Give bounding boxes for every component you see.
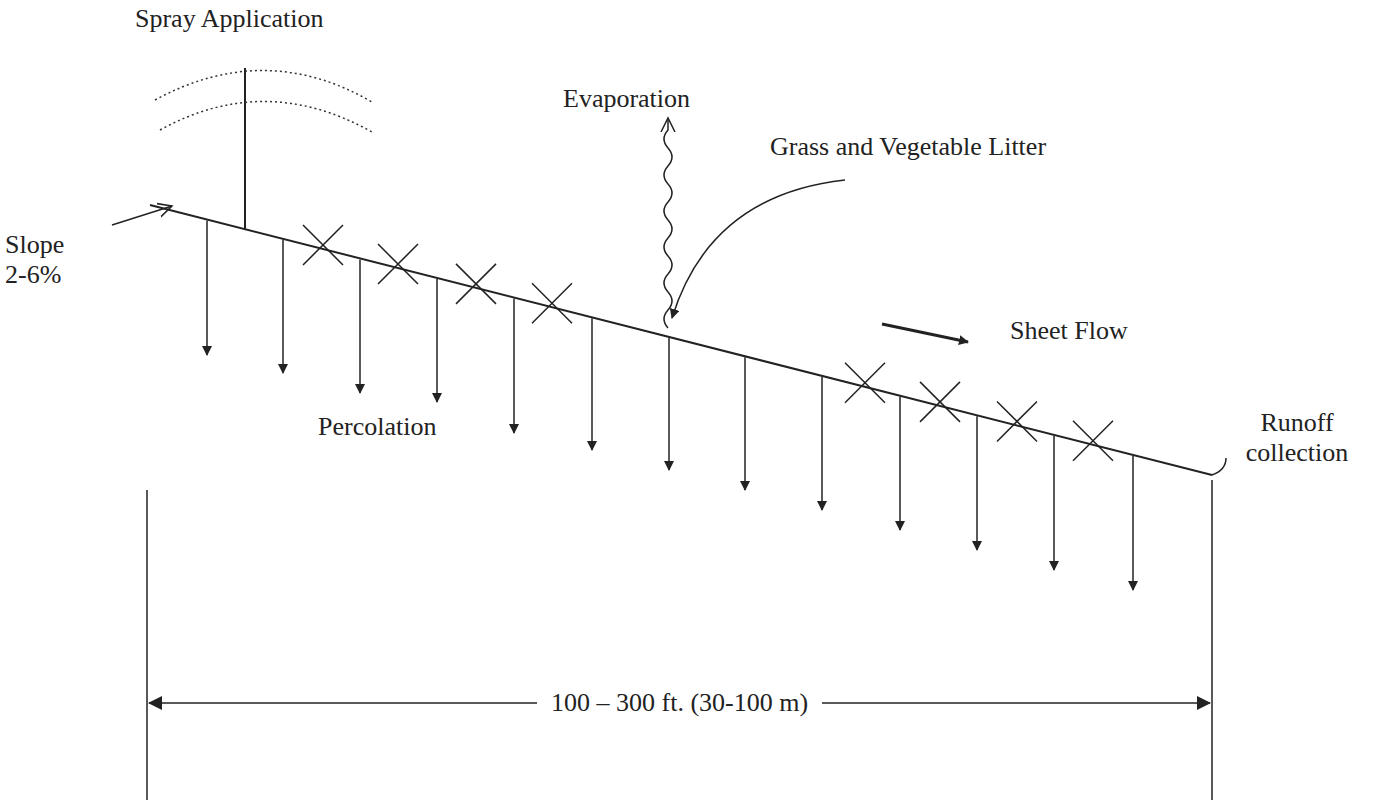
slope-pointer (112, 206, 172, 225)
percolation-arrow (359, 259, 361, 393)
extension-line (146, 490, 148, 800)
percolation-arrow (513, 299, 515, 433)
runoff-curl (1212, 458, 1226, 475)
percolation-arrow (436, 279, 438, 402)
sheet-flow-arrow (882, 324, 968, 342)
runoff-label: Runoff collection (1222, 408, 1372, 468)
percolation-arrow (206, 220, 208, 355)
spray-riser (244, 68, 246, 229)
grass-mark (997, 401, 1037, 441)
percolation-arrows (207, 220, 1133, 590)
percolation-arrow (976, 416, 978, 550)
litter-label: Grass and Vegetable Litter (770, 132, 1046, 162)
percolation-arrow (744, 357, 746, 490)
slope-line (150, 205, 1212, 475)
spray-arc (160, 101, 372, 132)
grass-mark (303, 225, 343, 265)
dimension-label: 100 – 300 ft. (30-100 m) (537, 688, 822, 718)
percolation-arrow (1053, 436, 1055, 570)
grass-mark (378, 244, 418, 284)
leader-line (672, 180, 845, 318)
grass-marks (303, 225, 1113, 461)
grass-mark (456, 264, 496, 304)
evaporation-arrow (664, 118, 672, 328)
grass-mark (1073, 421, 1113, 461)
percolation-arrow (282, 240, 284, 373)
grass-mark (920, 382, 960, 422)
grass-mark (845, 363, 885, 403)
percolation-arrow (1132, 456, 1134, 590)
percolation-arrow (591, 318, 593, 450)
percolation-arrow (899, 397, 901, 530)
percolation-label: Percolation (318, 412, 436, 442)
spray-arc (155, 70, 372, 102)
sheet-flow-label: Sheet Flow (1010, 316, 1128, 346)
spray-label: Spray Application (135, 4, 323, 34)
evaporation-label: Evaporation (563, 84, 690, 114)
grass-mark (532, 283, 572, 323)
extension-line (1211, 480, 1213, 800)
percolation-arrow (668, 338, 670, 470)
slope-label: Slope 2-6% (5, 230, 77, 290)
percolation-arrow (821, 377, 823, 510)
